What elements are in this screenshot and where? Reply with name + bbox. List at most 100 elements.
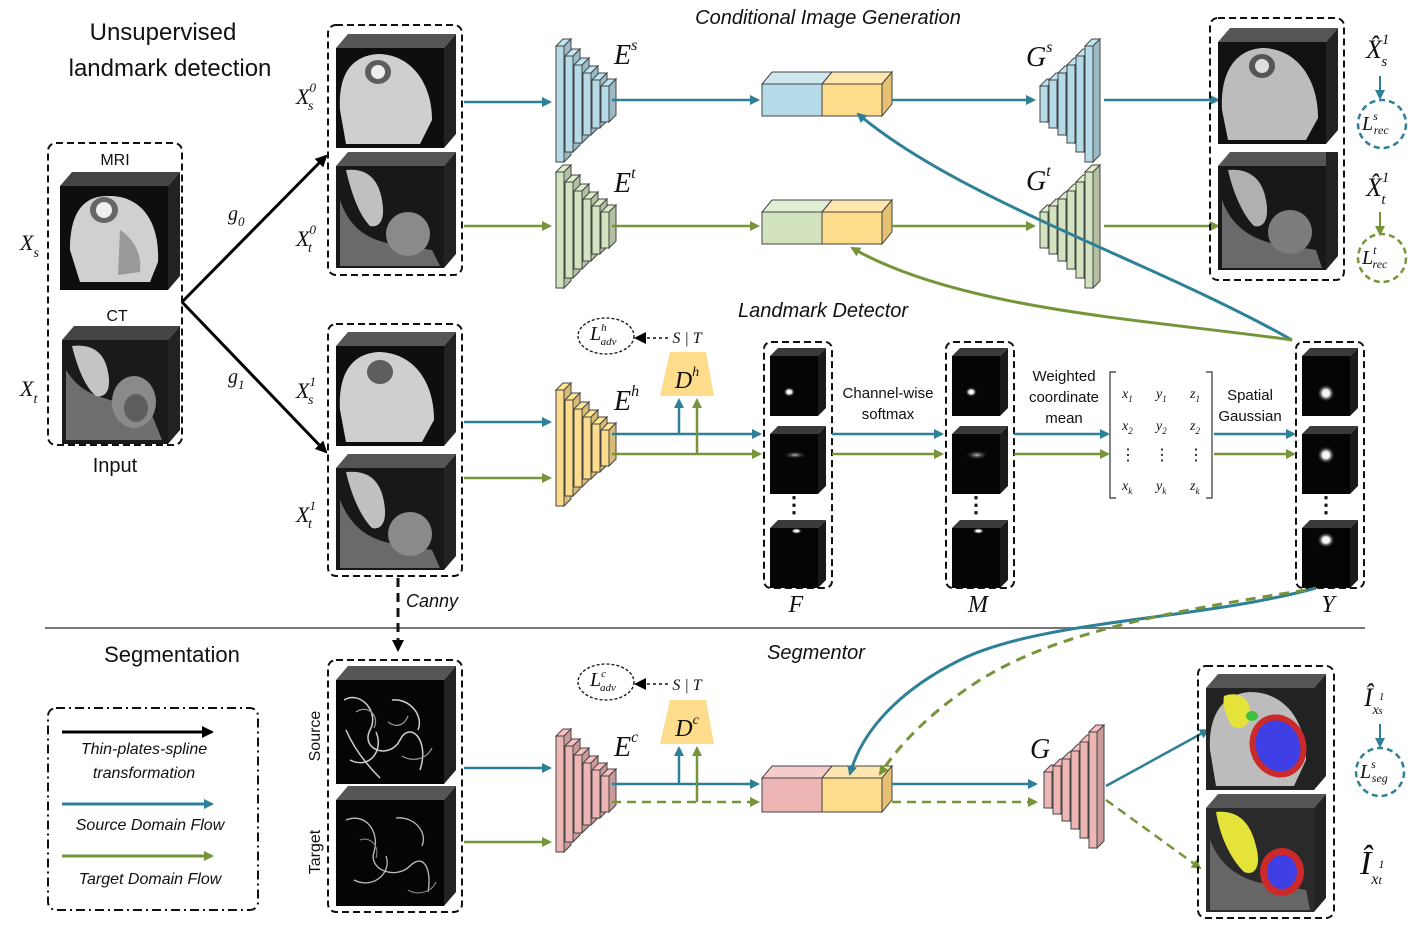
- matrix-cell: zk: [1189, 479, 1200, 496]
- et-label: Et: [613, 165, 636, 199]
- mri-volume: [60, 172, 180, 290]
- target-edge-volume: [336, 786, 456, 906]
- xt-label: Xt: [19, 376, 38, 407]
- activation-spot: [1317, 384, 1335, 403]
- layer-slab: [582, 416, 592, 480]
- loss-seg: [1354, 746, 1406, 798]
- matrix-cell: y1: [1154, 387, 1167, 404]
- feedback-y-to-latent-source: [856, 112, 1293, 342]
- layer-slab: [1070, 750, 1080, 830]
- layer-slab: [1079, 741, 1089, 839]
- matrix-cell: x1: [1121, 387, 1133, 404]
- latent-concat-target: [760, 198, 894, 246]
- edge-maps-box: [327, 659, 463, 913]
- heading-unsupervised: Unsupervised: [90, 19, 237, 46]
- layer-slab: [582, 198, 592, 262]
- map-cube: [952, 434, 1000, 494]
- f-label: F: [788, 592, 804, 618]
- layer-slab: [1066, 190, 1076, 270]
- gauss-label-1: Spatial: [1227, 387, 1273, 404]
- xhat-t-volume: [1218, 152, 1338, 270]
- layer-slab: [591, 79, 601, 129]
- tps-arrow-g0: [180, 154, 328, 304]
- layer-slab-side: [1092, 163, 1101, 290]
- heading-landmark-detection: landmark detection: [69, 55, 272, 82]
- input-caption: Input: [93, 455, 138, 477]
- layer-slab: [573, 64, 583, 144]
- softmax-label-2: softmax: [862, 406, 915, 423]
- map-cube-side: [818, 520, 826, 588]
- latent-concat-seg: [760, 764, 894, 814]
- tps-arrow-g1: [180, 300, 328, 454]
- map-cube-top: [1302, 520, 1358, 528]
- map-cube-side: [1000, 520, 1008, 588]
- map-cube-top: [952, 426, 1008, 434]
- input-box: [47, 142, 183, 446]
- segmentation-box: [1197, 665, 1335, 919]
- more-maps-dots: ⋮: [965, 492, 987, 517]
- g1-label: g1: [228, 366, 245, 392]
- layer-slab: [582, 72, 592, 136]
- warped-set-0-box: [327, 24, 463, 276]
- layer-slab-side: [608, 767, 617, 814]
- layer-slab-side: [608, 421, 617, 468]
- map-cube-side: [1000, 426, 1008, 494]
- seg-source-volume: [1206, 674, 1326, 790]
- map-cube-side: [1350, 348, 1358, 416]
- es-label: Es: [613, 37, 637, 71]
- map-cube-top: [1302, 426, 1358, 434]
- layer-slab: [1057, 72, 1067, 136]
- map-cube: [770, 434, 818, 494]
- legend-tps-label-2: transformation: [93, 765, 195, 782]
- flow-g-to-seg-target: [1105, 798, 1202, 870]
- matrix-dots: ⋮: [1154, 447, 1170, 464]
- loss-adv-c: [577, 663, 635, 701]
- layer-slab: [1075, 181, 1085, 279]
- reconstruction-box: [1209, 17, 1345, 281]
- ct-label: CT: [106, 308, 128, 325]
- layer-slab: [573, 754, 583, 834]
- encoder-eh: [554, 381, 618, 508]
- layer-slab: [600, 211, 610, 249]
- matrix-cell: z1: [1189, 387, 1200, 404]
- layer-slab: [1066, 64, 1076, 144]
- heading-conditional-generation: Conditional Image Generation: [695, 7, 961, 29]
- layer-slab: [600, 775, 610, 813]
- layer-slab: [591, 769, 601, 819]
- layer-slab: [1075, 55, 1085, 153]
- mri-label: MRI: [100, 152, 129, 169]
- coord-label-2: coordinate: [1029, 389, 1099, 406]
- loss-rec-t: [1356, 232, 1408, 284]
- gt-label: Gt: [1026, 163, 1051, 197]
- map-cube-side: [818, 426, 826, 494]
- map-cube-side: [818, 348, 826, 416]
- layer-slab: [600, 429, 610, 467]
- discriminator-dc: Dc: [660, 700, 714, 744]
- matrix-cell: z2: [1189, 419, 1200, 436]
- layer-slab: [573, 190, 583, 270]
- seg-target-volume: [1206, 794, 1326, 912]
- layer-slab: [573, 408, 583, 488]
- gauss-label-2: Gaussian: [1218, 408, 1281, 425]
- activation-spot: [782, 451, 807, 459]
- xs1-volume: [336, 332, 456, 446]
- legend-target-label: Target Domain Flow: [79, 871, 223, 888]
- layer-slab: [564, 55, 574, 153]
- layer-slab: [564, 745, 574, 843]
- matrix-dots: ⋮: [1188, 447, 1204, 464]
- coord-label-3: mean: [1045, 410, 1083, 427]
- encoder-et: [554, 163, 618, 290]
- layer-slab: [600, 85, 610, 123]
- warped-set-1-box: [327, 323, 463, 577]
- activation-spot: [965, 387, 978, 397]
- map-cube-top: [952, 348, 1008, 356]
- heatmaps-m: ⋮: [945, 341, 1015, 589]
- xs-label: Xs: [19, 230, 39, 261]
